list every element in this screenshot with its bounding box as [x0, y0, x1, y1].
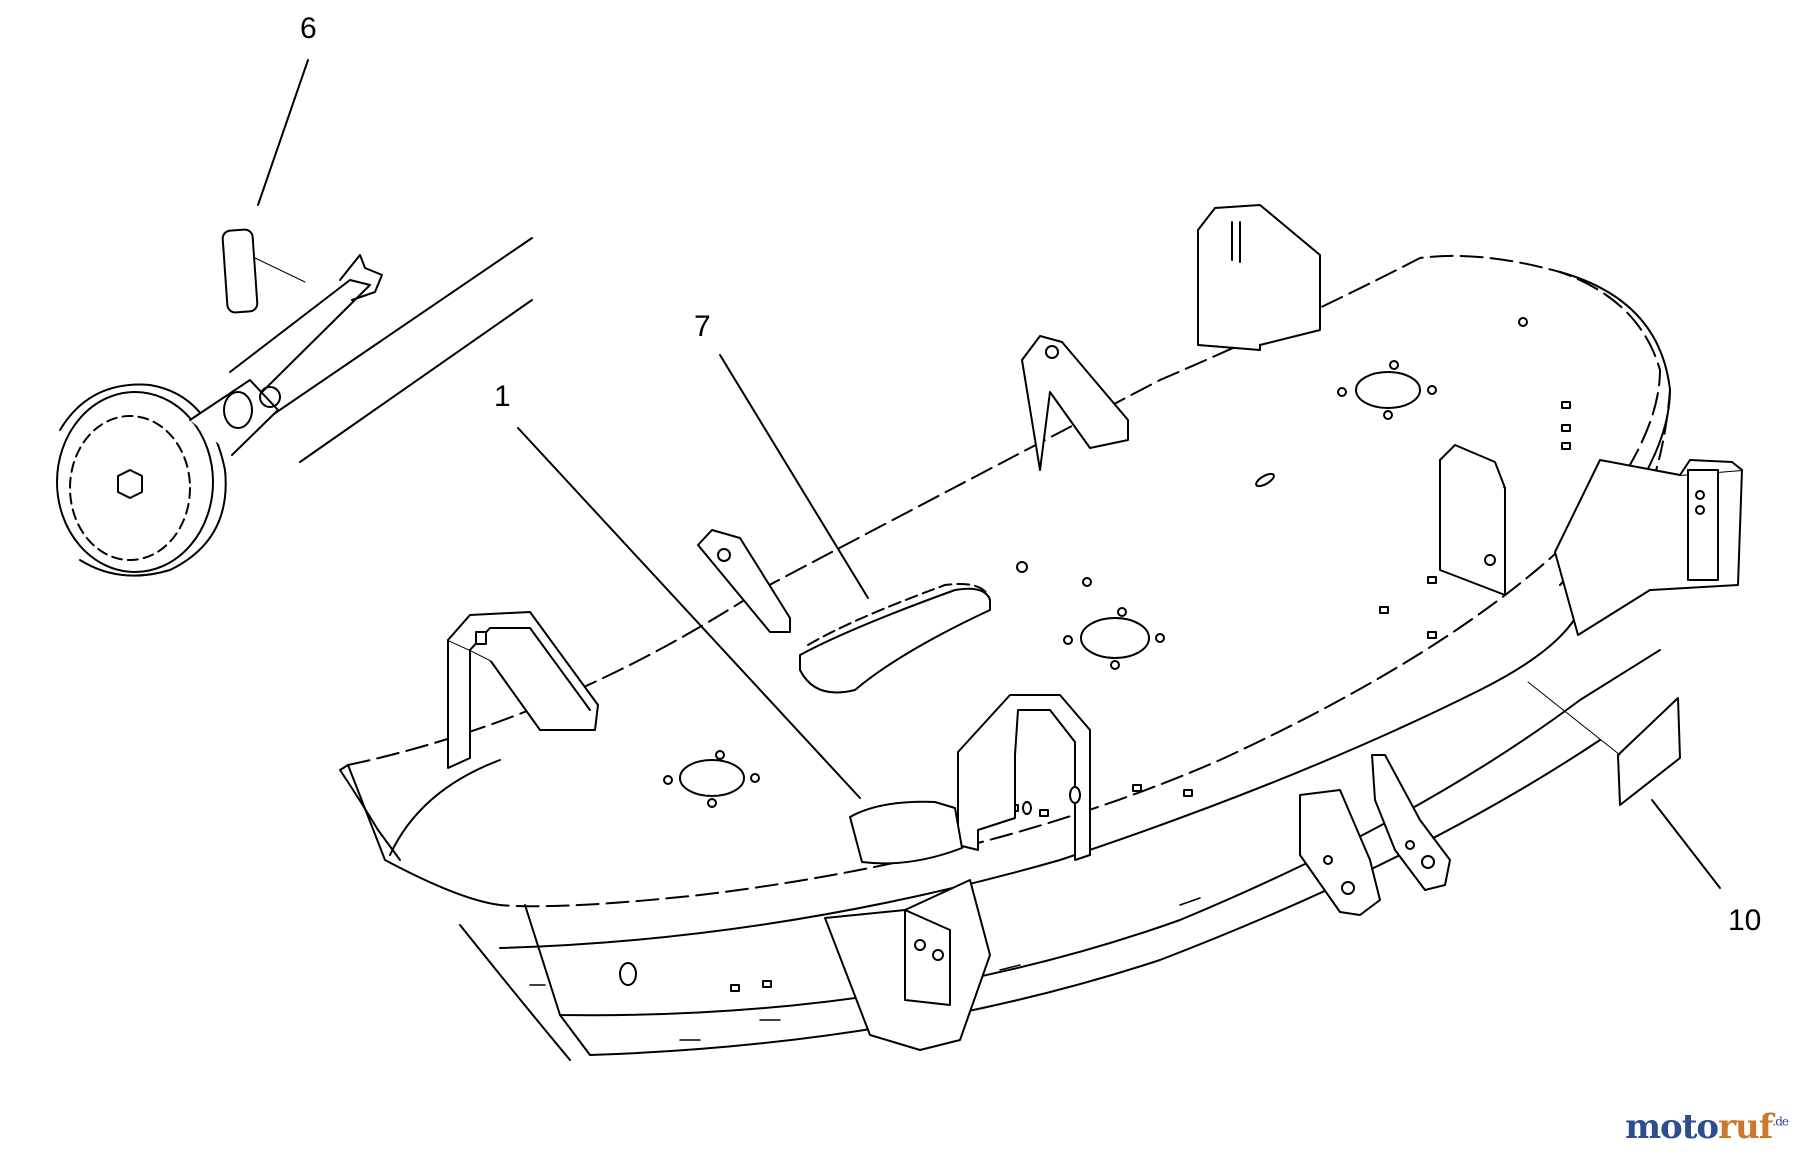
decal-6	[221, 228, 306, 314]
callout-1: 1	[494, 380, 511, 413]
watermark-suffix: .de	[1772, 1114, 1789, 1129]
leader-1	[517, 427, 861, 799]
callout-6: 6	[300, 12, 317, 45]
bracket-front-center	[957, 694, 1091, 861]
front-hitch-left	[1299, 789, 1381, 916]
leader-6	[257, 59, 309, 206]
discharge-chute-bracket	[1554, 459, 1743, 636]
spindle-mount-center	[1063, 607, 1165, 670]
bracket-rear-left	[447, 611, 599, 769]
leader-10	[1651, 799, 1721, 889]
watermark-text-a: moto	[1625, 1107, 1719, 1147]
leader-lines	[257, 59, 1721, 889]
leader-7	[719, 354, 869, 599]
callout-10: 10	[1728, 904, 1762, 937]
gauge-wheel-assembly	[56, 237, 533, 577]
bracket-rear-mid	[697, 529, 791, 633]
front-hitch-right	[1371, 754, 1451, 891]
watermark-text-b: ruf	[1718, 1107, 1773, 1147]
decal-10	[1527, 681, 1681, 806]
bracket-rear-center	[1021, 335, 1129, 471]
callout-7: 7	[694, 310, 711, 343]
spindle-mount-right	[1337, 360, 1437, 420]
bracket-rear-right	[1197, 204, 1321, 351]
decal-7	[799, 583, 991, 694]
decal-1	[849, 800, 963, 865]
watermark-logo: motoruf.de	[1625, 1107, 1789, 1147]
spindle-mount-left	[663, 750, 760, 808]
front-anchor-bracket	[619, 879, 991, 1051]
bracket-right-side	[1439, 444, 1506, 596]
